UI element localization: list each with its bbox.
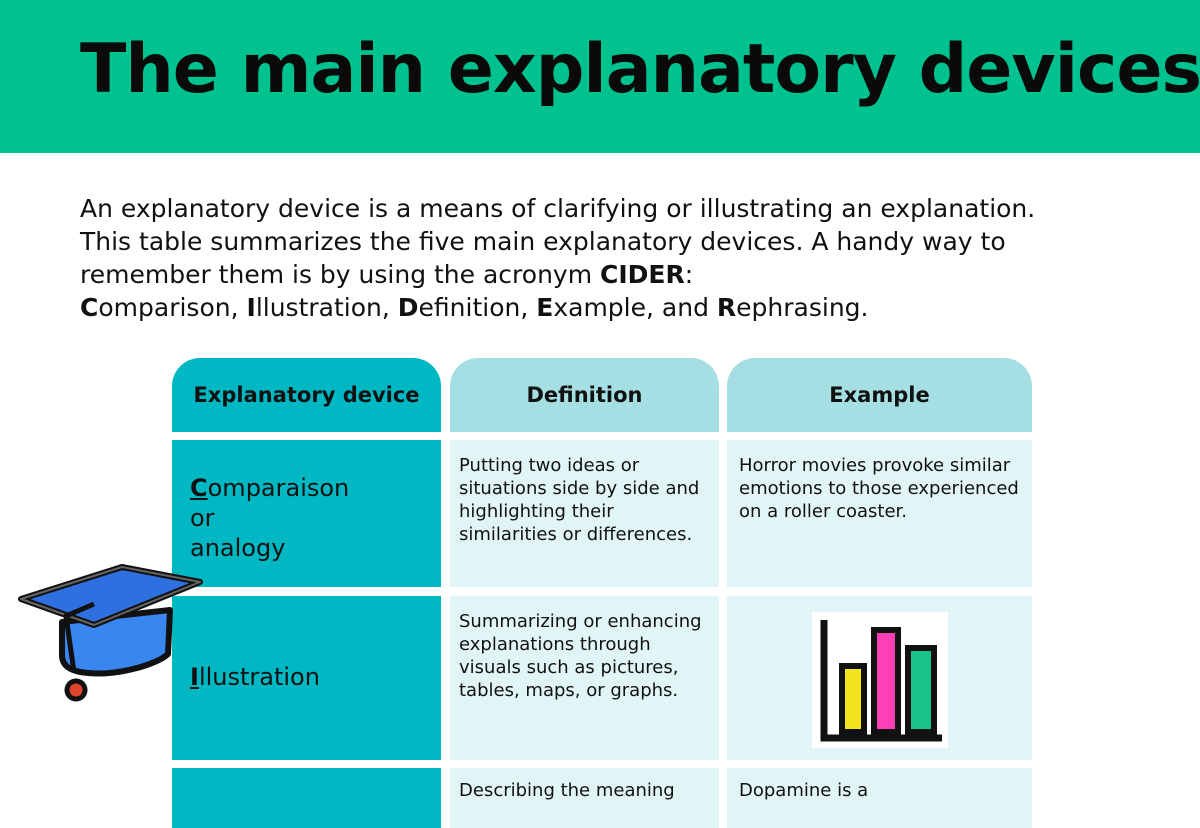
example-cell: Dopamine is a bbox=[727, 768, 1032, 828]
definition-text: Putting two ideas or situations side by … bbox=[459, 455, 700, 545]
chart-bar-green bbox=[905, 645, 937, 735]
example-text: Horror movies provoke similar emotions t… bbox=[739, 455, 1019, 522]
device-name-rest: llustration bbox=[198, 663, 320, 691]
definition-text: Describing the meaning bbox=[459, 780, 675, 801]
device-name-rest: omparaison bbox=[207, 474, 350, 502]
intro-line-2: This table summarizes the five main expl… bbox=[80, 227, 1006, 256]
device-cell-illustration: Illustration bbox=[172, 596, 441, 760]
definition-cell: Putting two ideas or situations side by … bbox=[450, 440, 719, 587]
intro-paragraph: An explanatory device is a means of clar… bbox=[80, 192, 1170, 324]
device-cell-comparison: Comparaison or analogy bbox=[172, 440, 441, 587]
term-rest: llustration bbox=[255, 293, 382, 322]
intro-line-1: An explanatory device is a means of clar… bbox=[80, 194, 1036, 223]
acronym-terms: Comparison, Illustration, Definition, Ex… bbox=[80, 291, 1170, 324]
term-separator: , bbox=[381, 293, 398, 322]
chart-bar-yellow bbox=[839, 663, 867, 735]
term-separator: . bbox=[860, 293, 869, 322]
cap-tassel-end bbox=[64, 678, 88, 702]
device-name-line3: analogy bbox=[190, 534, 286, 562]
intro-line-3: remember them is by using the acronym CI… bbox=[80, 258, 1170, 291]
example-cell: Horror movies provoke similar emotions t… bbox=[727, 440, 1032, 587]
term-rest: xample bbox=[553, 293, 647, 322]
term-separator: , bbox=[520, 293, 537, 322]
device-name: Illustration bbox=[190, 662, 320, 692]
column-header-device: Explanatory device bbox=[172, 358, 441, 432]
term-initial: E bbox=[536, 293, 554, 322]
term-rest: omparison bbox=[98, 293, 231, 322]
device-name: Comparaison or analogy bbox=[190, 473, 349, 563]
page-title: The main explanatory devices bbox=[80, 30, 1200, 109]
column-header-example: Example bbox=[727, 358, 1032, 432]
intro-line-3-end: : bbox=[684, 260, 694, 289]
definition-cell: Describing the meaning bbox=[450, 768, 719, 828]
acronym: CIDER bbox=[600, 260, 685, 289]
device-initial: I bbox=[190, 663, 199, 691]
term-initial: R bbox=[716, 293, 737, 322]
chart-axes bbox=[820, 620, 942, 742]
device-name-line2: or bbox=[190, 504, 215, 532]
graduation-cap-icon bbox=[18, 564, 203, 702]
term-separator: , and bbox=[646, 293, 717, 322]
term-initial: I bbox=[246, 293, 256, 322]
term-rest: ephrasing bbox=[736, 293, 861, 322]
definition-cell: Summarizing or enhancing explanations th… bbox=[450, 596, 719, 760]
device-cell-definition bbox=[172, 768, 441, 828]
term-separator: , bbox=[230, 293, 247, 322]
term-initial: D bbox=[397, 293, 419, 322]
device-initial: C bbox=[190, 474, 208, 502]
term-initial: C bbox=[80, 293, 99, 322]
term-rest: efinition bbox=[418, 293, 521, 322]
intro-line-3-text: remember them is by using the acronym bbox=[80, 260, 601, 289]
definition-text: Summarizing or enhancing explanations th… bbox=[459, 611, 702, 701]
example-text: Dopamine is a bbox=[739, 780, 869, 801]
header-banner: The main explanatory devices bbox=[0, 0, 1200, 153]
cap-tassel-cord bbox=[63, 601, 95, 673]
column-header-definition: Definition bbox=[450, 358, 719, 432]
cap-top bbox=[18, 564, 203, 628]
bar-chart-icon bbox=[812, 612, 948, 748]
chart-bar-pink bbox=[871, 627, 901, 735]
